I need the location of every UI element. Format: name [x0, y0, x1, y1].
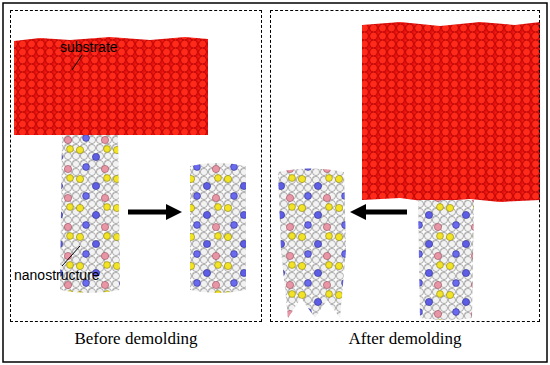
- deformed-pillar: [278, 169, 346, 319]
- part-label: substrate: [60, 40, 118, 55]
- leader-line: [72, 55, 82, 70]
- nanostructure-pillar: [418, 200, 474, 320]
- part-label: nanostructure: [14, 268, 100, 283]
- panel-caption: After demolding: [271, 329, 539, 349]
- substrate-block: [362, 22, 540, 202]
- process-arrow: [350, 204, 407, 220]
- panel-caption: Before demolding: [11, 329, 261, 349]
- leader-line: [62, 246, 80, 266]
- outer-frame: [3, 3, 547, 362]
- nanostructure-pillar: [190, 163, 246, 293]
- process-arrow: [128, 204, 182, 220]
- substrate-block: [14, 37, 208, 135]
- panel-box: After demolding: [270, 10, 540, 322]
